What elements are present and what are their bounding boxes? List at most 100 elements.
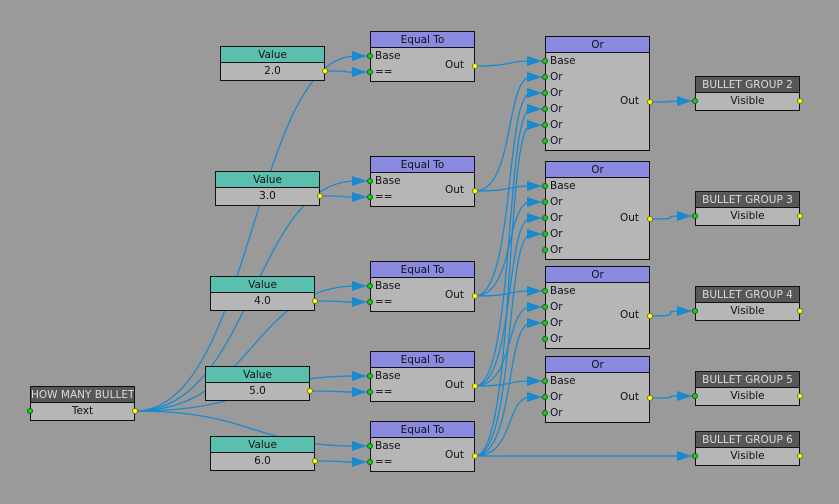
value-node[interactable]: Value 3.0 bbox=[215, 171, 323, 206]
connection-wire[interactable] bbox=[649, 100, 692, 103]
input-port[interactable] bbox=[692, 308, 698, 314]
input-port[interactable] bbox=[542, 58, 548, 64]
input-port[interactable] bbox=[367, 459, 373, 465]
connection-wire[interactable] bbox=[474, 396, 542, 457]
output-port[interactable] bbox=[312, 298, 318, 304]
value-field[interactable]: 6.0 bbox=[254, 455, 271, 467]
input-port[interactable] bbox=[367, 389, 373, 395]
connection-wire[interactable] bbox=[649, 395, 692, 399]
value-node[interactable]: Value 5.0 bbox=[205, 366, 313, 401]
equal-to-node[interactable]: Equal To Base == Out bbox=[367, 421, 478, 472]
output-port[interactable] bbox=[307, 388, 313, 394]
or-node[interactable]: Or Base Or Or Or Out bbox=[542, 266, 653, 349]
value-node[interactable]: Value 4.0 bbox=[210, 276, 318, 311]
output-port[interactable] bbox=[797, 213, 803, 219]
equal-to-node[interactable]: Equal To Base == Out bbox=[367, 31, 478, 82]
connection-wire[interactable] bbox=[134, 55, 367, 412]
connection-wire[interactable] bbox=[649, 310, 692, 317]
value-node[interactable]: Value 6.0 bbox=[210, 436, 318, 471]
input-port[interactable] bbox=[542, 215, 548, 221]
connection-wire[interactable] bbox=[474, 201, 542, 297]
output-port[interactable] bbox=[472, 453, 478, 459]
input-port[interactable] bbox=[542, 90, 548, 96]
output-port[interactable] bbox=[797, 98, 803, 104]
input-port[interactable] bbox=[692, 213, 698, 219]
connection-wire[interactable] bbox=[314, 460, 367, 463]
output-port[interactable] bbox=[472, 188, 478, 194]
connection-wire[interactable] bbox=[474, 233, 542, 457]
connection-wire[interactable] bbox=[474, 290, 542, 297]
equal-to-node[interactable]: Equal To Base == Out bbox=[367, 261, 478, 312]
input-port[interactable] bbox=[542, 288, 548, 294]
equal-to-node[interactable]: Equal To Base == Out bbox=[367, 351, 478, 402]
connection-wire[interactable] bbox=[649, 215, 692, 220]
input-port[interactable] bbox=[542, 320, 548, 326]
connection-wire[interactable] bbox=[474, 380, 542, 387]
output-port[interactable] bbox=[647, 395, 653, 401]
input-port[interactable] bbox=[692, 98, 698, 104]
bullet-group-node[interactable]: BULLET GROUP 4 Visible bbox=[692, 286, 803, 321]
input-port[interactable] bbox=[542, 122, 548, 128]
output-port[interactable] bbox=[472, 383, 478, 389]
output-port[interactable] bbox=[322, 68, 328, 74]
output-port[interactable] bbox=[472, 293, 478, 299]
connection-wire[interactable] bbox=[474, 124, 542, 457]
output-port[interactable] bbox=[647, 216, 653, 222]
input-port[interactable] bbox=[542, 74, 548, 80]
output-port[interactable] bbox=[797, 453, 803, 459]
output-port[interactable] bbox=[647, 99, 653, 105]
or-node[interactable]: Or Base Or Or Or Or Or Out bbox=[542, 36, 653, 151]
connection-wire[interactable] bbox=[474, 108, 542, 387]
connection-wire[interactable] bbox=[314, 300, 367, 303]
bullet-group-node[interactable]: BULLET GROUP 6 Visible bbox=[692, 431, 803, 466]
input-port[interactable] bbox=[542, 394, 548, 400]
connection-wire[interactable] bbox=[474, 92, 542, 297]
bullet-group-node[interactable]: BULLET GROUP 3 Visible bbox=[692, 191, 803, 226]
value-field[interactable]: 5.0 bbox=[249, 385, 266, 397]
bullet-group-node[interactable]: BULLET GROUP 2 Visible bbox=[692, 76, 803, 111]
output-port[interactable] bbox=[132, 408, 138, 414]
output-port[interactable] bbox=[312, 458, 318, 464]
input-port[interactable] bbox=[27, 408, 33, 414]
value-node[interactable]: Value 2.0 bbox=[220, 46, 328, 81]
input-port[interactable] bbox=[692, 453, 698, 459]
input-port[interactable] bbox=[542, 106, 548, 112]
output-port[interactable] bbox=[317, 193, 323, 199]
input-port[interactable] bbox=[367, 373, 373, 379]
connection-wire[interactable] bbox=[319, 195, 367, 198]
connection-wire[interactable] bbox=[309, 390, 367, 393]
input-port[interactable] bbox=[692, 393, 698, 399]
input-port[interactable] bbox=[367, 194, 373, 200]
or-node[interactable]: Or Base Or Or Or Or Out bbox=[542, 161, 653, 260]
value-field[interactable]: 4.0 bbox=[254, 295, 271, 307]
value-field[interactable]: 2.0 bbox=[264, 65, 281, 77]
input-port[interactable] bbox=[367, 53, 373, 59]
input-port[interactable] bbox=[367, 283, 373, 289]
connection-wire[interactable] bbox=[474, 322, 542, 457]
or-node[interactable]: Or Base Or Or Out bbox=[542, 356, 653, 423]
input-port[interactable] bbox=[542, 247, 548, 253]
connection-wire[interactable] bbox=[474, 185, 542, 192]
value-field[interactable]: 3.0 bbox=[259, 190, 276, 202]
source-node-how-many-bullets[interactable]: HOW MANY BULLETS Text bbox=[27, 386, 138, 421]
output-port[interactable] bbox=[647, 313, 653, 319]
input-port[interactable] bbox=[542, 231, 548, 237]
input-port[interactable] bbox=[542, 304, 548, 310]
connection-wire[interactable] bbox=[474, 60, 542, 67]
output-port[interactable] bbox=[797, 308, 803, 314]
input-port[interactable] bbox=[367, 443, 373, 449]
bullet-group-node[interactable]: BULLET GROUP 5 Visible bbox=[692, 371, 803, 406]
input-port[interactable] bbox=[542, 336, 548, 342]
connection-wire[interactable] bbox=[474, 76, 542, 192]
connection-wire[interactable] bbox=[474, 217, 542, 387]
output-port[interactable] bbox=[472, 63, 478, 69]
input-port[interactable] bbox=[542, 199, 548, 205]
connection-wire[interactable] bbox=[474, 306, 542, 387]
input-port[interactable] bbox=[542, 183, 548, 189]
input-port[interactable] bbox=[542, 410, 548, 416]
connection-wire[interactable] bbox=[324, 70, 367, 73]
output-port[interactable] bbox=[797, 393, 803, 399]
input-port[interactable] bbox=[367, 299, 373, 305]
input-port[interactable] bbox=[542, 378, 548, 384]
input-port[interactable] bbox=[367, 178, 373, 184]
